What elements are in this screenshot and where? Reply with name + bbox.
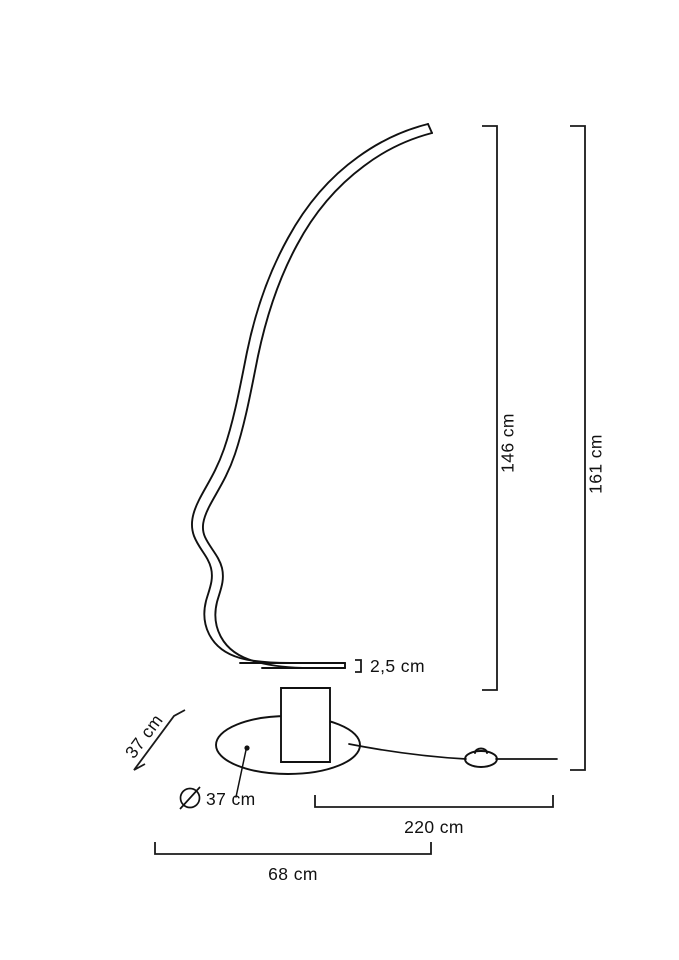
dimension-2-5cm-bracket [355,659,362,673]
diameter-symbol-circle [179,787,201,809]
dimension-37cm-diagonal [133,709,186,771]
base-column [280,687,331,763]
dimension-146cm [482,125,498,691]
dimension-2-5cm-label: 2,5 cm [370,656,425,676]
diameter-symbol-slash [179,786,201,810]
leader-base-diameter-dot [244,745,250,751]
dimension-37cm-diagonal-line [133,709,186,771]
inline-cord-switch [464,750,498,768]
stem-outer-edge [191,123,429,664]
dimension-146cm-line [482,125,498,691]
dimension-220cm-line [314,795,554,808]
leader-base-diameter-line [235,749,247,798]
lamp-product-outline [191,123,433,775]
dimension-161cm [570,125,586,771]
dimension-2-5cm [355,659,362,673]
stem-tip-cap [427,123,433,134]
switch-button [474,747,488,754]
stem-inner-edge [201,132,433,669]
dimension-161cm-line [570,125,586,771]
dimension-220cm [314,795,554,808]
dimension-68cm-line [154,842,432,855]
power-cord-group [348,743,558,768]
dimension-161cm-label: 161 cm [586,434,606,494]
dimension-base-diameter-label: 37 cm [206,789,256,809]
dimension-220cm-label: 220 cm [404,817,464,837]
leader-base-diameter [179,745,250,810]
dimension-146cm-label: 146 cm [498,413,518,473]
dimension-68cm-label: 68 cm [268,864,318,884]
dimension-68cm [154,842,432,855]
power-cord [348,743,467,760]
